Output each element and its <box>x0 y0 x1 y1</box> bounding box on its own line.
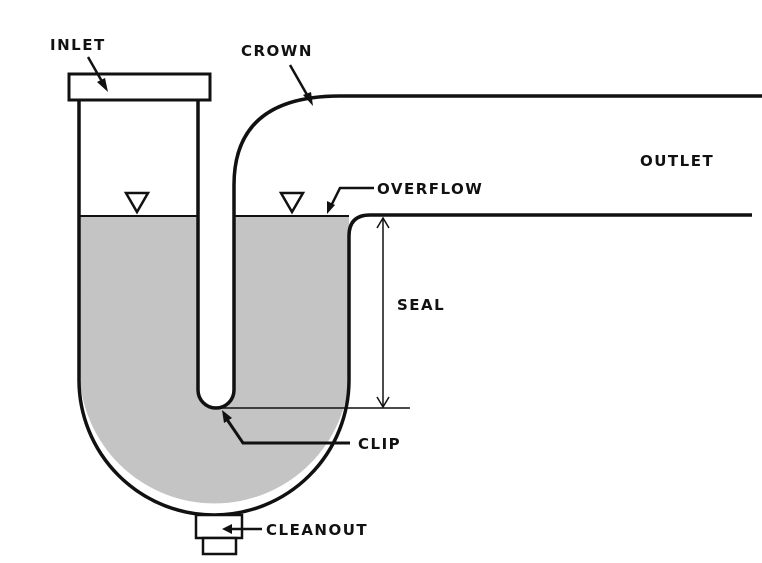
inlet-cap <box>67 72 212 102</box>
overflow-leader <box>328 186 374 209</box>
arrow-icon <box>222 524 232 534</box>
outer-wall <box>77 100 752 517</box>
arrow-icon <box>327 201 335 214</box>
cleanout-label: CLEANOUT <box>266 521 368 539</box>
crown-label: CROWN <box>241 42 313 60</box>
water-level-triangle-icon <box>278 191 306 215</box>
water-level-triangle-icon <box>123 191 151 215</box>
inlet-label: INLET <box>50 36 106 54</box>
cleanout-plug <box>194 513 244 540</box>
arrow-icon <box>303 92 313 106</box>
clip-leader <box>224 417 350 445</box>
cleanout-cap <box>201 536 238 556</box>
seal-label: SEAL <box>397 296 445 314</box>
water-texture <box>80 216 349 504</box>
inner-wall-crown <box>196 94 762 410</box>
arrow-down-icon <box>376 396 390 409</box>
overflow-label: OVERFLOW <box>377 180 483 198</box>
outlet-label: OUTLET <box>640 152 714 170</box>
clip-label: CLIP <box>358 435 401 453</box>
arrow-icon <box>97 78 108 92</box>
arrow-icon <box>222 410 232 423</box>
arrow-up-icon <box>376 216 390 229</box>
